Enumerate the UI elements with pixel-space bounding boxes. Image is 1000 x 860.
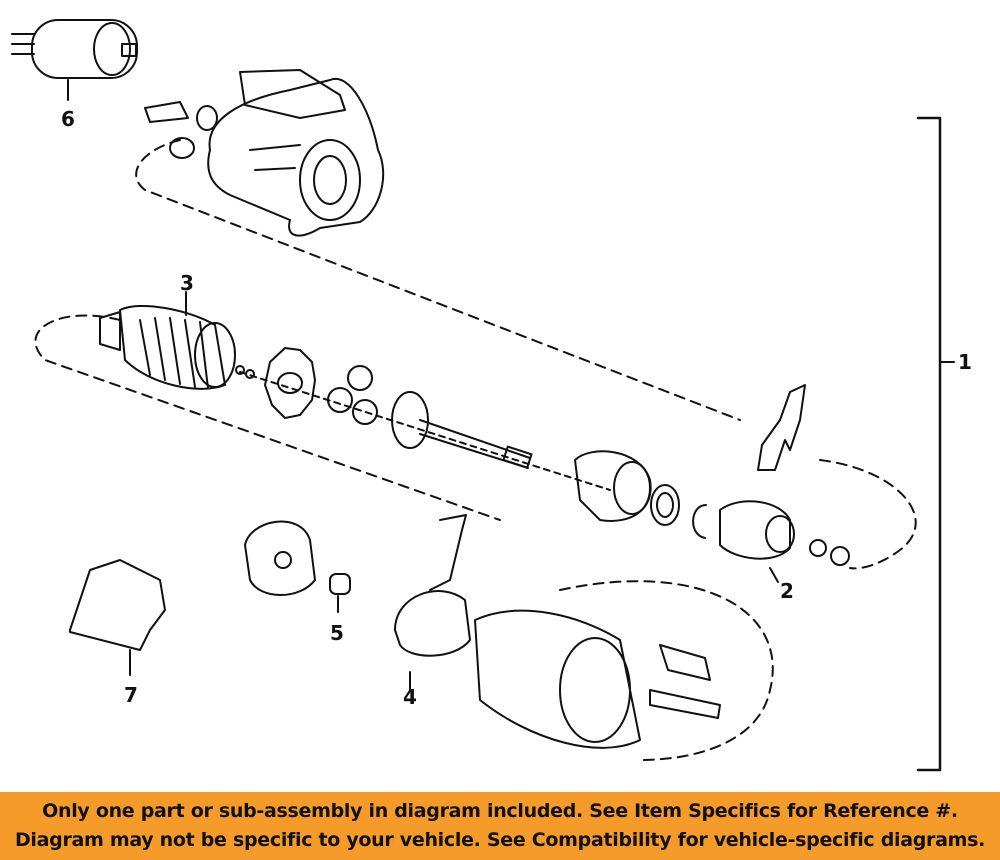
center-axis-line — [239, 371, 611, 491]
drive-pinion-part-2 — [719, 500, 850, 583]
disclaimer-banner: Only one part or sub-assembly in diagram… — [0, 792, 1000, 860]
middle-guide-loop — [34, 314, 501, 521]
gear-housing — [574, 450, 652, 522]
callout-1: 1 — [958, 350, 972, 374]
assembly-bracket — [916, 116, 942, 772]
callout-3: 3 — [180, 271, 194, 295]
callout-7: 7 — [124, 683, 138, 707]
disclaimer-line-1: Only one part or sub-assembly in diagram… — [42, 800, 958, 822]
planetary-gears — [327, 365, 378, 425]
solenoid-part-6 — [11, 19, 138, 101]
washers-and-clip — [650, 484, 707, 539]
end-cap — [244, 520, 316, 596]
callout-4: 4 — [403, 685, 417, 709]
output-shaft — [391, 391, 533, 469]
plunger-parts — [144, 101, 218, 159]
brush-holder-part-4 — [394, 514, 471, 691]
disclaimer-line-2: Diagram may not be specific to your vehi… — [14, 829, 986, 851]
field-frame — [474, 609, 721, 749]
bushing-part-5 — [329, 573, 351, 613]
lower-guide-loop — [559, 580, 774, 761]
right-guide-loop — [819, 459, 917, 570]
starter-exploded-diagram: 1 2 3 4 5 6 7 — [11, 19, 972, 772]
callout-2: 2 — [780, 579, 794, 603]
callout-5: 5 — [330, 621, 344, 645]
drive-end-housing — [207, 69, 385, 237]
callout-6: 6 — [61, 107, 75, 131]
armature-part-3 — [99, 291, 255, 390]
bracket-part-7 — [69, 559, 166, 676]
upper-guide-loop — [135, 139, 741, 421]
shift-fork — [757, 384, 806, 471]
commutator-end-plate — [264, 347, 316, 419]
